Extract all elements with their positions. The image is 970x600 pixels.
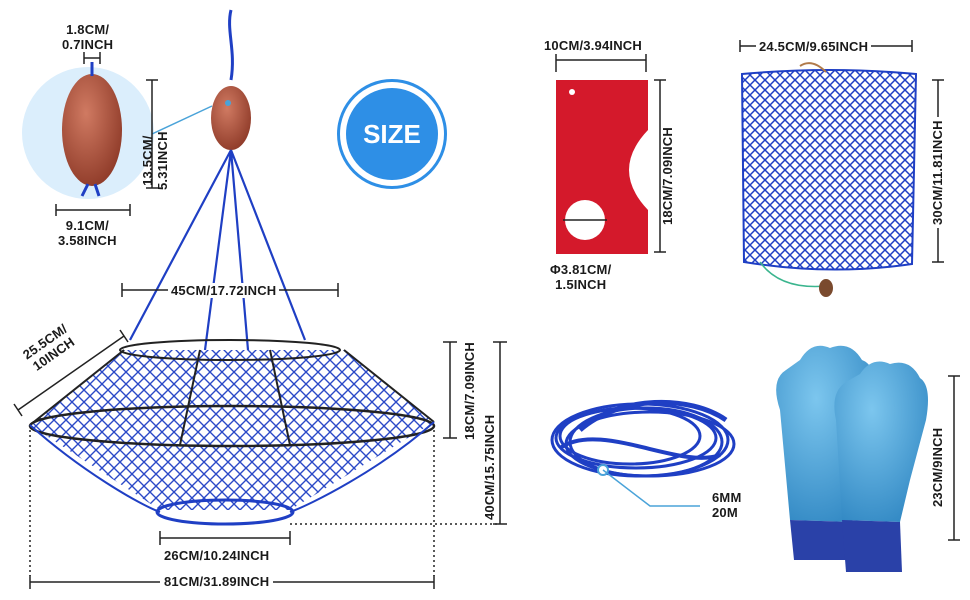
gauge-height-label: 18CM/7.09INCH [660,127,675,225]
rope-coil [550,399,736,507]
size-badge-text: SIZE [363,118,421,149]
size-badge: SIZE [346,88,438,180]
float-height-label: 13.5CM/ 5.31INCH [140,131,170,190]
gauge-width-label: 10CM/3.94INCH [544,38,642,53]
bag-width-label: 24.5CM/9.65INCH [756,39,872,54]
rope-spec-label: 6MM 20M [712,490,742,520]
float-width-label: 1.8CM/ 0.7INCH [62,22,114,52]
measuring-gauge [555,54,666,254]
gloves [776,345,960,572]
crab-trap [28,339,436,526]
trap-total-height-label: 40CM/15.75INCH [482,414,497,520]
mesh-bag [739,40,944,297]
trap-bottom-label: 26CM/10.24INCH [164,548,270,563]
gloves-height-label: 23CM/9INCH [930,424,945,510]
float-zoom [22,52,213,216]
trap-width-label: 81CM/31.89INCH [160,574,274,589]
gauge-hole-label: Φ3.81CM/ 1.5INCH [550,262,612,292]
trap-float-and-ropes [129,9,307,351]
trap-rope-span-label: 45CM/17.72INCH [168,283,280,298]
trap-ring-height-label: 18CM/7.09INCH [462,342,477,440]
bag-height-label: 30CM/11.81INCH [930,117,945,228]
float-diameter-label: 9.1CM/ 3.58INCH [58,218,117,248]
